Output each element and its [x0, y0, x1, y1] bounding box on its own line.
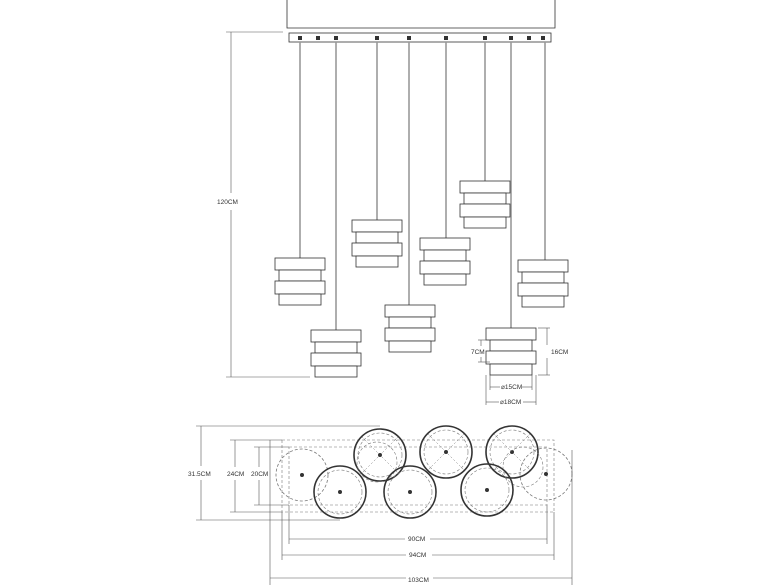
lamp-height-inner-label: 7CM: [471, 349, 485, 356]
lamp-diameter-dimensions: [485, 375, 537, 405]
lamp-height-dimensions: [478, 327, 550, 376]
depth-inner-label: 20CM: [251, 471, 268, 478]
pendant-lamp-7: [485, 327, 537, 376]
pendant-lamp-3: [351, 219, 403, 268]
width-mid-label: 94CM: [409, 552, 426, 559]
shade-front-3: [460, 463, 514, 517]
lamp-diameter-inner-label: ⌀15CM: [501, 384, 522, 391]
cord-mounts: [298, 36, 545, 40]
pendant-lamp-6: [459, 180, 511, 229]
pendant-lamp-4: [384, 304, 436, 353]
ceiling-box: [286, 0, 556, 29]
shade-front-1: [313, 465, 367, 519]
lamp-diameter-outer-label: ⌀18CM: [500, 399, 521, 406]
plan-view: 31.5CM 24CM 20CM 90CM 94CM 103CM: [188, 425, 573, 585]
pendant-lamp-5: [419, 237, 471, 286]
depth-mid-label: 24CM: [227, 471, 244, 478]
pendant-lamp-2: [310, 329, 362, 378]
shade-front-2: [383, 465, 437, 519]
canopy-outline-outer: [281, 439, 555, 513]
elevation-view: 120CM 16CM 7CM ⌀15CM ⌀18CM: [217, 0, 569, 406]
shade-back-1: [353, 428, 407, 482]
pendant-cords: [299, 42, 546, 330]
canopy-bar: [288, 32, 552, 43]
pendant-lamp-1: [274, 257, 326, 306]
height-dimension: [226, 31, 310, 378]
canopy-outline-inner: [288, 446, 548, 506]
shade-mid-4: [502, 446, 544, 488]
shade-mid-3: [356, 441, 398, 483]
width-outer-label: 103CM: [408, 577, 429, 584]
shade-mid-2: [519, 447, 573, 501]
height-label: 120CM: [217, 199, 238, 206]
depth-outer-label: 31.5CM: [188, 471, 211, 478]
shade-back-3: [485, 425, 539, 479]
shade-mid-1: [275, 448, 329, 502]
pendant-lamp-8: [517, 259, 569, 308]
width-dimensions: [269, 440, 573, 585]
lamp-height-outer-label: 16CM: [551, 349, 568, 356]
shade-back-2: [419, 425, 473, 479]
depth-dimensions: [196, 425, 380, 521]
width-inner-label: 90CM: [408, 536, 425, 543]
